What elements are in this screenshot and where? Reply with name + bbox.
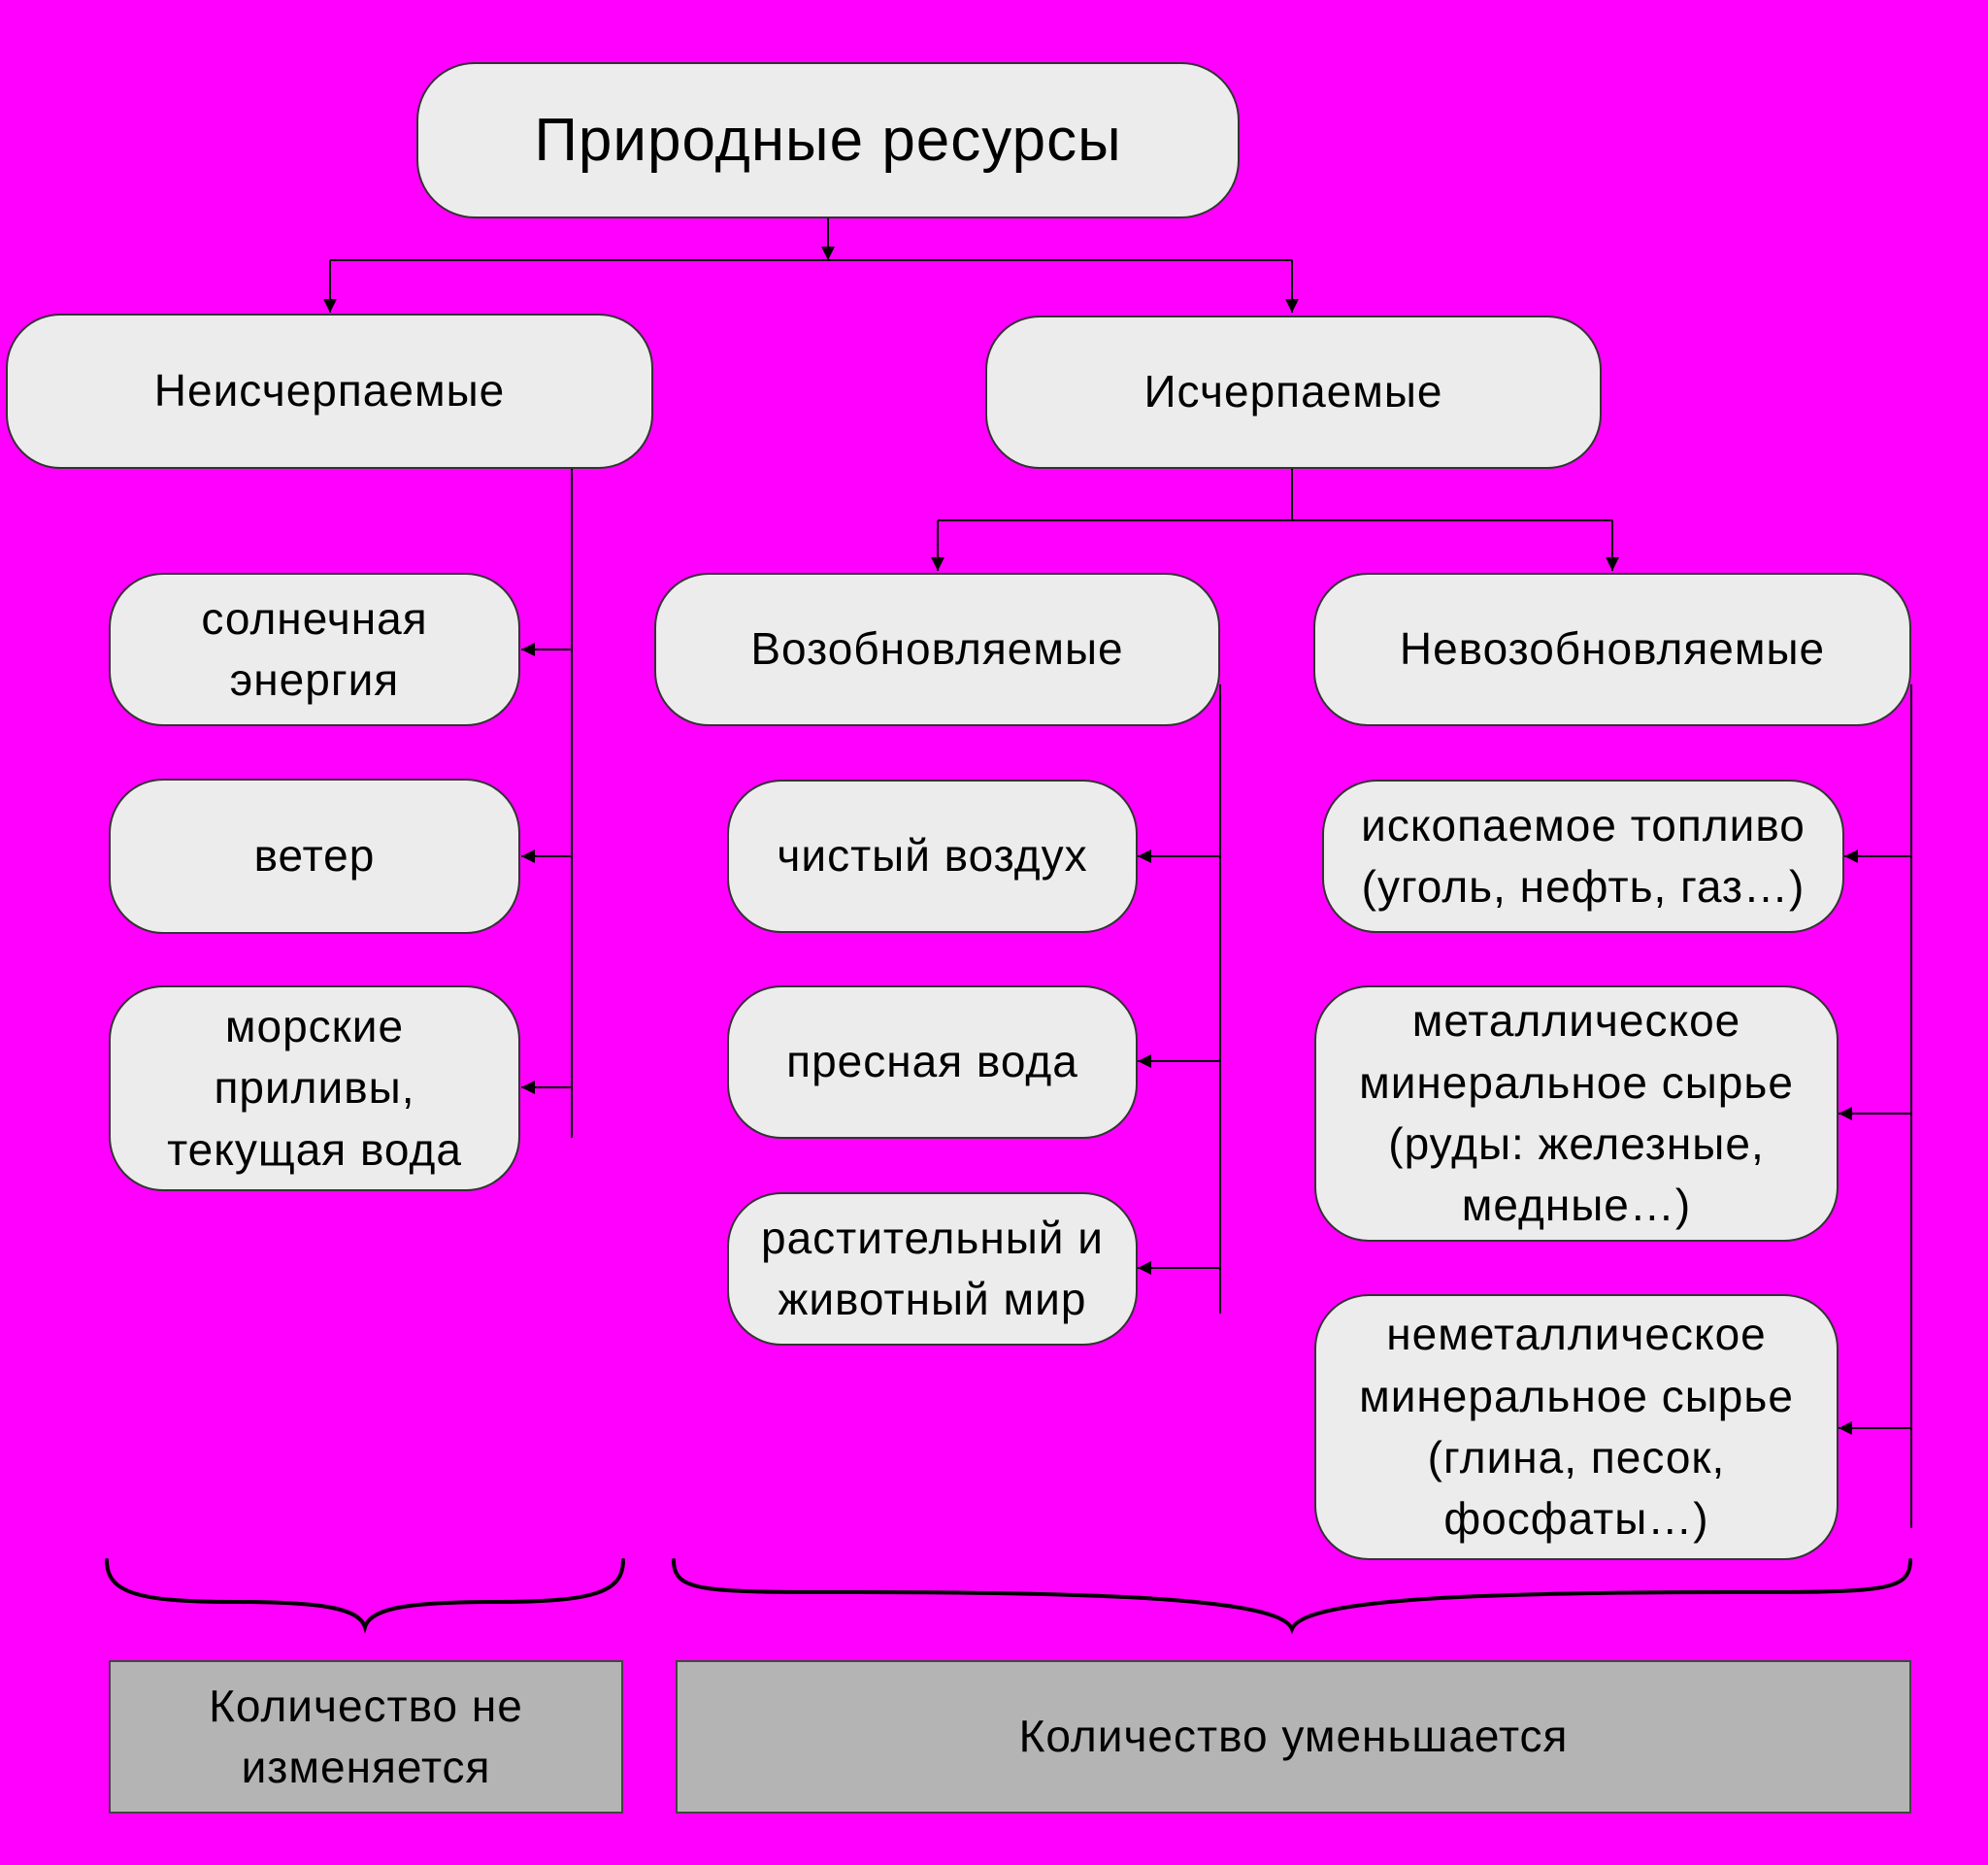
tides-flowing-water-node: морские приливы, текущая вода xyxy=(109,985,520,1191)
wind-node: ветер xyxy=(109,779,520,934)
fossil-fuel-node: ископаемое топливо (уголь, нефть, газ…) xyxy=(1322,780,1844,933)
renewable-node: Возобновляемые xyxy=(654,573,1220,726)
root-node: Природные ресурсы xyxy=(416,62,1240,218)
right-brace xyxy=(672,1558,1912,1635)
summary-unchanged: Количество не изменяется xyxy=(109,1660,623,1814)
left-brace xyxy=(105,1558,625,1634)
summary-decreasing: Количество уменьшается xyxy=(676,1660,1911,1814)
flora-fauna-node: растительный и животный мир xyxy=(727,1192,1138,1346)
solar-energy-node: солнечная энергия xyxy=(109,573,520,726)
nonrenewable-node: Невозобновляемые xyxy=(1313,573,1911,726)
clean-air-node: чистый воздух xyxy=(727,780,1138,933)
fresh-water-node: пресная вода xyxy=(727,985,1138,1139)
nonmetallic-minerals-node: неметаллическое минеральное сырье (глина… xyxy=(1314,1294,1839,1560)
exhaustible-node: Исчерпаемые xyxy=(985,316,1602,469)
inexhaustible-node: Неисчерпаемые xyxy=(6,314,653,469)
metallic-minerals-node: металлическое минеральное сырье (руды: ж… xyxy=(1314,985,1839,1242)
